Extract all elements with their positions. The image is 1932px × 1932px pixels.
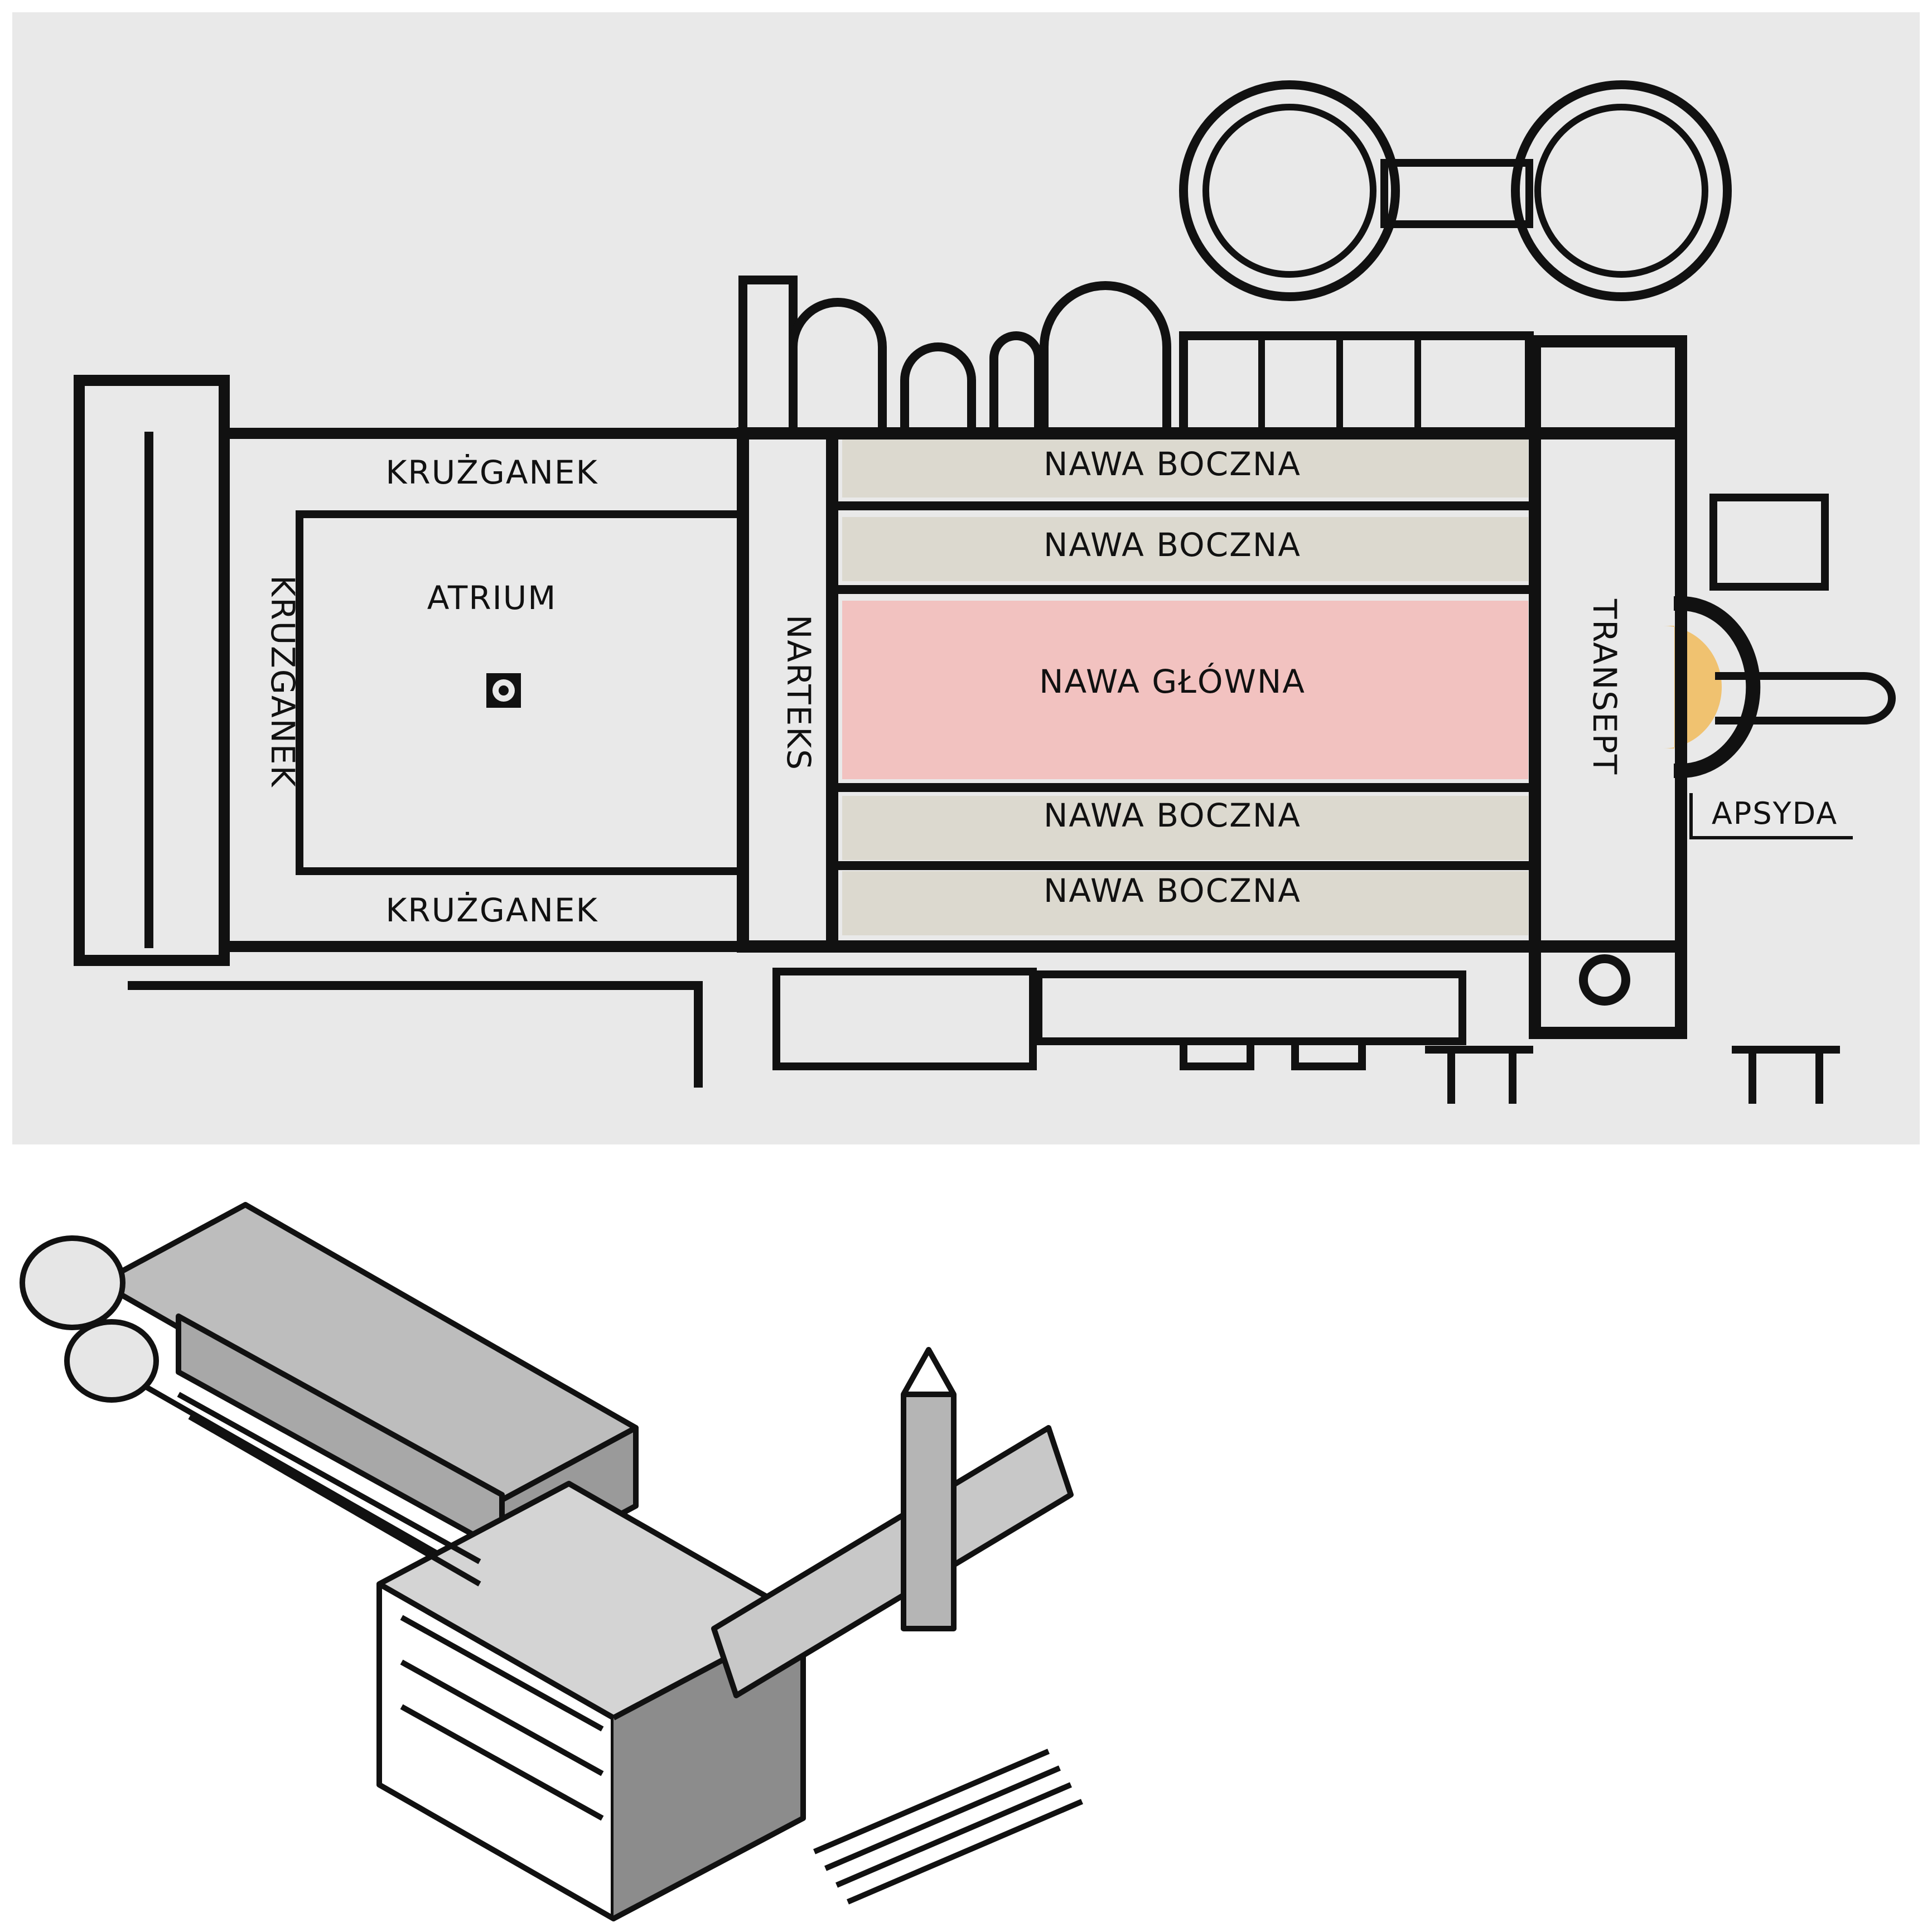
aisle-4-fill: [842, 871, 1528, 935]
perspective-sketch: [20, 1202, 1083, 1921]
label-narthex: NARTEKS: [780, 615, 818, 771]
label-aisle-1: NAWA BOCZNA: [1044, 445, 1301, 483]
aisle-1-fill: [842, 436, 1528, 498]
apse-fill: [1663, 626, 1722, 748]
plan-zones: [842, 436, 1722, 935]
label-atrium: ATRIUM: [427, 579, 557, 617]
aisle-2-fill: [842, 517, 1528, 581]
label-aisle-2: NAWA BOCZNA: [1044, 526, 1301, 564]
label-aisle-4: NAWA BOCZNA: [1044, 872, 1301, 910]
label-cloister-left: KRUŻGANEK: [264, 575, 302, 788]
aisle-3-fill: [842, 796, 1528, 860]
label-nave: NAWA GŁÓWNA: [1039, 662, 1306, 701]
basilica-floor-plan: KRUŻGANEK KRUŻGANEK KRUŻGANEK ATRIUM NAR…: [74, 80, 1896, 1104]
atrium-fountain-icon: [486, 673, 521, 708]
label-cloister-top: KRUŻGANEK: [385, 453, 598, 491]
label-apse: APSYDA: [1712, 796, 1838, 831]
label-transept: TRANSEPT: [1586, 598, 1624, 775]
basilica-perspective-drawing: [20, 1202, 1083, 1921]
plan-walls: [74, 80, 1896, 1104]
label-aisle-3: NAWA BOCZNA: [1044, 796, 1301, 834]
label-cloister-bottom: KRUŻGANEK: [385, 891, 598, 929]
nave-fill: [842, 601, 1528, 779]
apse-leader-line: [1689, 793, 1853, 839]
